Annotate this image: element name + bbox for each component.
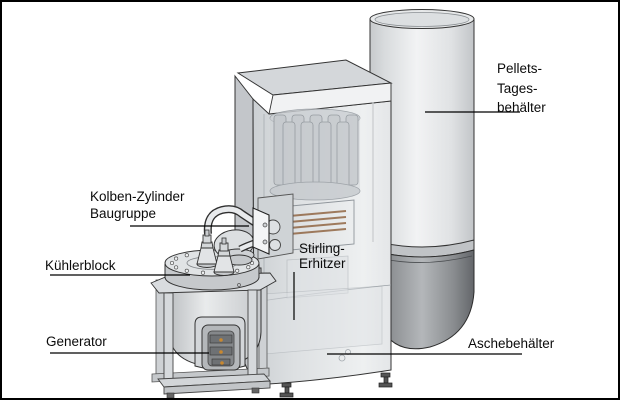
heater-tube <box>336 121 350 191</box>
pellet-day-container <box>369 9 475 350</box>
piston-cylinder-assembly <box>196 205 270 276</box>
label-line: Aschebehälter <box>468 336 555 351</box>
heater-tube <box>300 121 314 191</box>
frame-post <box>247 289 258 383</box>
label-generator: Generator <box>46 334 107 350</box>
label-line: Erhitzer <box>299 256 346 271</box>
boiler-feet <box>279 372 393 398</box>
label-kolben-zylinder-baugruppe: Kolben-Zylinder Baugruppe <box>90 188 185 222</box>
label-line: Kühlerblock <box>45 258 116 273</box>
frame-foot <box>166 392 175 398</box>
frame-post <box>155 279 165 379</box>
label-line: Kolben-Zylinder <box>90 189 185 204</box>
frame-base-front <box>163 380 271 395</box>
label-pellets-tagesbehaelter: Pellets- Tages- behälter <box>497 59 546 118</box>
label-stirling-erhitzer: Stirling- Erhitzer <box>299 241 346 271</box>
label-line: behälter <box>497 100 546 115</box>
heater-tube <box>318 121 332 191</box>
frame-foot <box>251 387 260 394</box>
cabinet-top-bevel <box>268 82 392 115</box>
label-line: Baugruppe <box>90 206 157 221</box>
generator-unit <box>194 316 246 371</box>
stirling-heater-tubes <box>269 108 361 201</box>
generator-led <box>219 350 223 354</box>
label-line: Stirling- <box>299 241 345 256</box>
leader-lines <box>50 111 522 355</box>
frame-post <box>163 292 174 386</box>
piston-left <box>196 229 218 268</box>
label-kuehlerblock: Kühlerblock <box>45 258 116 274</box>
cooler-block-unit <box>150 249 277 398</box>
pellet-cylinder-top-rim <box>374 12 470 27</box>
generator-led <box>219 338 223 342</box>
pellet-discharge-boot <box>369 249 475 350</box>
heater-tube <box>282 121 296 191</box>
pipe-port <box>269 239 281 251</box>
piston-right <box>213 237 235 276</box>
label-line: Pellets- <box>497 61 543 76</box>
frame-stand <box>157 289 271 398</box>
flange-plate <box>252 207 270 255</box>
generator-led <box>220 361 224 365</box>
label-line: Generator <box>46 334 107 349</box>
label-aschebehaelter: Aschebehälter <box>468 336 554 352</box>
label-line: Tages- <box>497 80 538 96</box>
